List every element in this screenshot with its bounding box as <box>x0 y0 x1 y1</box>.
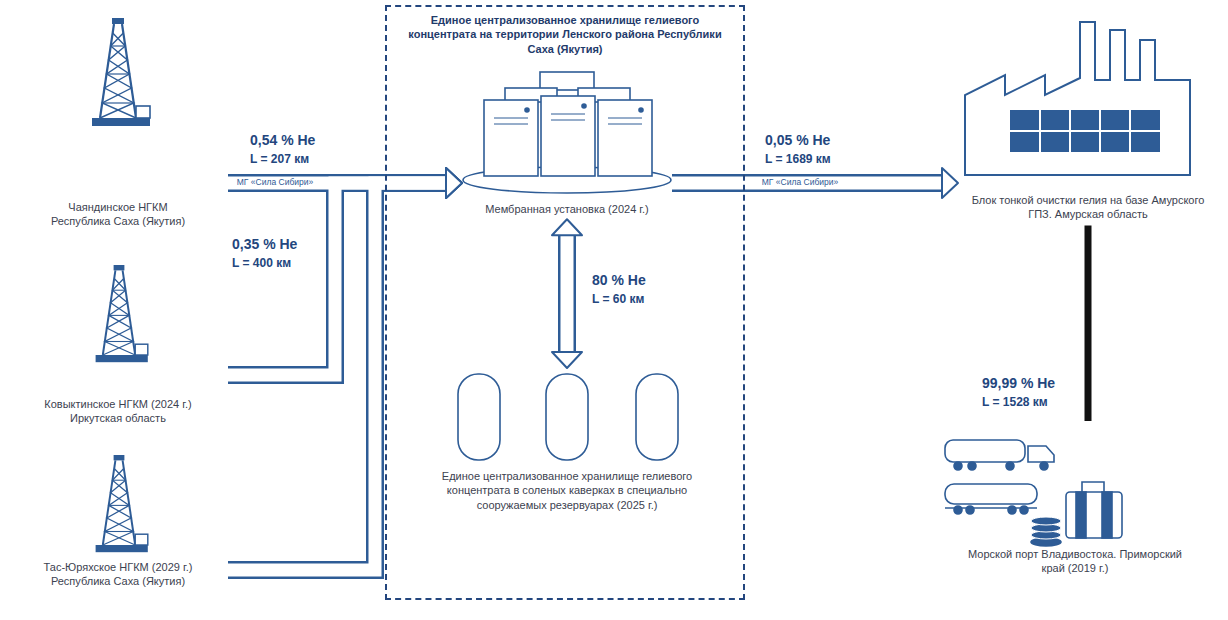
derrick-icons <box>92 18 150 552</box>
membrane-unit-icon <box>608 118 642 119</box>
purification-plant: Блок тонкой очистки гелия на базе Амурск… <box>958 15 1218 222</box>
port-icons <box>945 440 1025 462</box>
pipeline <box>558 235 576 352</box>
transport-link <box>1085 226 1092 421</box>
membrane-unit-icon <box>582 104 586 108</box>
pipeline <box>228 183 446 570</box>
icon-space <box>8 452 228 560</box>
node-label: Мембранная установка (2024 г.) <box>462 202 672 216</box>
port-icons <box>954 506 962 514</box>
icon-space <box>8 262 228 397</box>
membrane-unit: Мембранная установка (2024 г.) <box>462 62 672 216</box>
arrow-head <box>446 168 462 198</box>
pipeline-core <box>672 177 942 190</box>
flow-parameter: L = 1689 км <box>765 152 831 166</box>
node-label: Ковыктинское НГКМ (2024 г.) Иркутская об… <box>31 397 206 426</box>
membrane-unit-icon <box>463 72 671 193</box>
flow-parameter: 0,54 % He <box>250 132 315 148</box>
node-label: Тас-Юряхское НГКМ (2029 г.) Республика С… <box>28 560 208 589</box>
flow-parameter: L = 400 км <box>232 256 291 270</box>
flow-parameter: L = 207 км <box>250 152 309 166</box>
derrick-icons <box>96 455 148 552</box>
arrow-head <box>552 219 582 235</box>
port-icons <box>1006 462 1014 470</box>
port-icons <box>1040 462 1048 470</box>
port-icons <box>945 484 1037 504</box>
icon-space <box>462 62 672 202</box>
storage-tanks-icon <box>636 374 678 460</box>
port-icons <box>954 462 962 470</box>
plant-icon <box>965 22 1190 175</box>
port-icons <box>1031 517 1061 525</box>
storage-region: Единое централизованное хранилище гелиев… <box>385 5 745 600</box>
helium-storage: Единое централизованное хранилище гелиев… <box>417 369 717 512</box>
flow-parameter: L = 60 км <box>592 292 644 306</box>
membrane-unit-icon <box>551 114 585 115</box>
pipeline-name: МГ «Сила Сибири» <box>235 178 315 187</box>
node-label: Морской порт Владивостока. Приморский кр… <box>965 547 1185 576</box>
membrane-unit-icon <box>608 124 642 125</box>
node-label: Чаяндинское НГКМ Республика Саха (Якутия… <box>38 200 198 229</box>
membrane-unit-icon <box>639 108 643 112</box>
storage-tanks-icon <box>546 374 588 460</box>
derrick-icons <box>96 265 148 362</box>
port-icons <box>1020 506 1028 514</box>
arrow-head <box>446 168 462 198</box>
flow-parameter: 0,05 % He <box>765 132 830 148</box>
membrane-unit-icon <box>494 118 528 119</box>
plant-icon <box>965 22 1190 175</box>
membrane-unit-icon <box>551 120 585 121</box>
membrane-unit-icon <box>494 124 528 125</box>
flow-parameter: L = 1528 км <box>982 395 1048 409</box>
port-icons <box>1008 506 1016 514</box>
node-label: Блок тонкой очистки гелия на базе Амурск… <box>968 193 1208 222</box>
node-label: Единое централизованное хранилище гелиев… <box>417 469 717 512</box>
pipeline-core <box>561 235 574 352</box>
plant-icon <box>1010 130 1160 132</box>
arrow-head <box>552 352 582 368</box>
gas-field: Ковыктинское НГКМ (2024 г.) Иркутская об… <box>8 262 228 426</box>
port-icons <box>966 506 974 514</box>
pipeline <box>672 174 942 192</box>
port-icons <box>1102 492 1112 538</box>
storage-tanks-icon <box>458 374 678 460</box>
arrow-head <box>942 168 958 198</box>
membrane-unit-icon <box>484 100 538 176</box>
membrane-unit-icon <box>598 100 652 176</box>
gas-field: Чаяндинское НГКМ Республика Саха (Якутия… <box>8 15 228 229</box>
storage-tanks-icon <box>458 374 500 460</box>
sea-port: Морской порт Владивостока. Приморский кр… <box>930 425 1220 576</box>
port-icons <box>1076 492 1086 538</box>
flow-parameter: 99,99 % He <box>982 375 1055 391</box>
port-icons <box>1082 482 1104 492</box>
icon-space <box>8 15 228 200</box>
icon-space <box>417 369 717 469</box>
region-title: Единое централизованное хранилище гелиев… <box>400 13 730 56</box>
pipeline-core <box>228 183 446 375</box>
pipeline <box>228 183 446 375</box>
membrane-unit-icon <box>525 108 529 112</box>
icon-space <box>958 15 1218 193</box>
derrick-icons <box>92 18 150 126</box>
port-icons <box>1028 446 1054 462</box>
icon-space <box>930 425 1220 547</box>
port-icons <box>968 462 976 470</box>
plant-icon <box>1010 110 1160 152</box>
pipeline-name: МГ «Сила Сибири» <box>760 178 840 187</box>
gas-field: Тас-Юряхское НГКМ (2029 г.) Республика С… <box>8 452 228 589</box>
membrane-unit-icon <box>541 96 595 176</box>
arrow-head <box>446 168 462 198</box>
plant-icon <box>1010 110 1160 152</box>
pipeline-core <box>228 183 446 570</box>
port-icons <box>1066 492 1122 538</box>
port-icons <box>945 440 1122 546</box>
flow-parameter: 80 % He <box>592 272 646 288</box>
flow-parameter: 0,35 % He <box>232 236 297 252</box>
